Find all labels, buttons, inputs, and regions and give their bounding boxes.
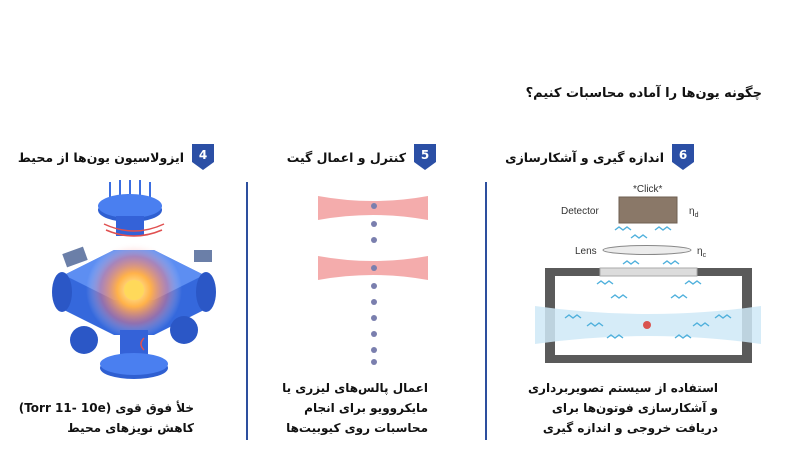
lens-label: Lens xyxy=(575,246,597,257)
ion-chain xyxy=(371,203,377,365)
caption-control: اعمال پالس‌های لیزری یا مایکروویو برای ا… xyxy=(282,381,428,435)
caption-measurement: استفاده از سیستم تصویربرداری و آشکارسازی… xyxy=(528,381,718,435)
section-heading: اندازه گیری و آشکارسازی xyxy=(505,149,664,165)
column-divider xyxy=(485,182,487,440)
column-divider xyxy=(246,182,248,440)
chamber-window xyxy=(599,267,698,277)
left-flange xyxy=(52,272,72,312)
lens-shape xyxy=(602,245,692,255)
photon-waves xyxy=(564,226,732,339)
eta-d-label: ηd xyxy=(689,206,699,219)
front-right-flange xyxy=(170,316,198,344)
step-badge-6: 6 xyxy=(672,144,694,170)
detection-setup-diagram: *Click* Detector ηd Lens ηc xyxy=(535,184,761,363)
detector-label: Detector xyxy=(561,206,599,217)
detector-box xyxy=(618,196,678,224)
caption-isolation: خلأ فوق قوی (Torr 11- 10e) کاهش نویزهای … xyxy=(18,401,194,435)
page-title: چگونه یون‌ها را آماده محاسبات کنیم؟ xyxy=(525,86,762,101)
front-left-flange xyxy=(70,326,98,354)
eta-c-label: ηc xyxy=(697,246,707,259)
section-header-control: 5 کنترل و اعمال گیت xyxy=(287,144,436,170)
section-heading: ایزولاسیون یون‌ها از محیط xyxy=(17,149,184,165)
click-label: *Click* xyxy=(633,184,663,195)
ion-dot xyxy=(643,321,651,329)
laser-pulse-diagram xyxy=(318,196,428,365)
coil-wires xyxy=(103,223,165,351)
vacuum-chamber-illustration xyxy=(52,180,216,379)
section-header-isolation: 4 ایزولاسیون یون‌ها از محیط xyxy=(18,144,214,170)
step-badge-4: 4 xyxy=(192,144,214,170)
section-heading: کنترل و اعمال گیت xyxy=(286,149,406,165)
right-flange xyxy=(196,272,216,312)
step-badge-5: 5 xyxy=(414,144,436,170)
section-header-measurement: 6 اندازه گیری و آشکارسازی xyxy=(505,144,694,170)
